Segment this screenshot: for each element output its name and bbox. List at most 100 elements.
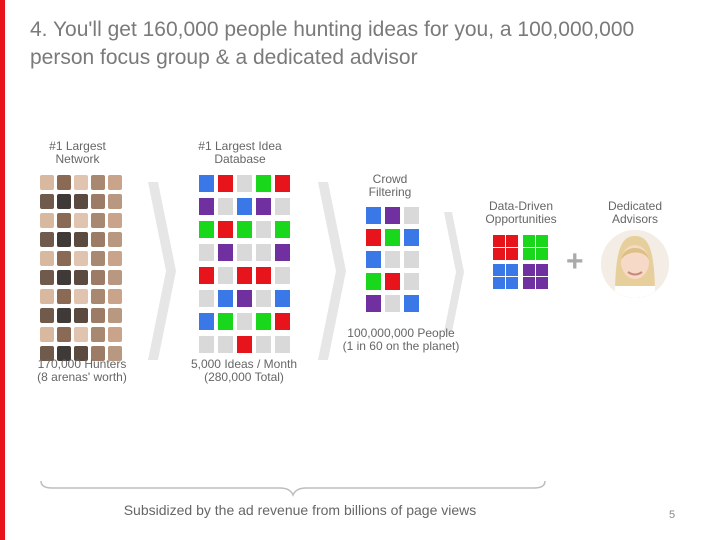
crowd-square — [385, 207, 400, 224]
database-top-line-1: #1 Largest Idea — [198, 139, 282, 153]
opportunity-square — [523, 248, 535, 260]
hunter-photo — [74, 251, 88, 266]
database-top-label: #1 Largest Idea Database — [190, 140, 290, 166]
opportunity-block — [493, 235, 518, 260]
hunter-photo — [91, 194, 105, 209]
footer-caption: Subsidized by the ad revenue from billio… — [123, 502, 477, 518]
idea-square — [275, 221, 290, 238]
idea-square — [218, 290, 233, 307]
hunter-photo — [108, 289, 122, 304]
network-bottom-label: 170,000 Hunters (8 arenas' worth) — [28, 358, 136, 384]
hunter-photo — [57, 251, 71, 266]
idea-square — [199, 198, 214, 215]
hunter-photo — [108, 346, 122, 361]
hunter-photo — [91, 232, 105, 247]
idea-square — [237, 290, 252, 307]
idea-square — [237, 175, 252, 192]
idea-square — [237, 198, 252, 215]
hunter-photo — [40, 270, 54, 285]
hunter-photo — [108, 327, 122, 342]
hunter-photo — [57, 289, 71, 304]
opportunity-square — [506, 264, 518, 276]
opportunity-square — [493, 248, 505, 260]
crowd-square — [404, 273, 419, 290]
hunter-photo — [91, 251, 105, 266]
hunter-photo — [57, 213, 71, 228]
opportunity-square — [493, 235, 505, 247]
opportunity-square — [523, 264, 535, 276]
opportunity-square — [536, 277, 548, 289]
hunter-photo — [91, 175, 105, 190]
opportunities-top-line-1: Data-Driven — [488, 199, 554, 213]
hunters-photo-grid — [40, 175, 122, 361]
crowd-bottom-label: 100,000,000 People (1 in 60 on the plane… — [336, 327, 466, 353]
crowd-square — [404, 229, 419, 246]
idea-square — [218, 244, 233, 261]
opportunities-top-line-2: Opportunities — [485, 212, 557, 226]
crowd-top-line-1: Crowd — [372, 172, 408, 186]
idea-square — [256, 175, 271, 192]
idea-square — [237, 336, 252, 353]
hunter-photo — [40, 194, 54, 209]
hunter-photo — [108, 213, 122, 228]
idea-square — [275, 336, 290, 353]
hunter-photo — [74, 232, 88, 247]
idea-square — [275, 313, 290, 330]
network-bottom-line-2: (8 arenas' worth) — [37, 370, 127, 384]
hunter-photo — [108, 251, 122, 266]
hunter-photo — [74, 289, 88, 304]
crowd-square — [385, 229, 400, 246]
crowd-square — [366, 295, 381, 312]
hunter-photo — [40, 232, 54, 247]
idea-square — [256, 290, 271, 307]
idea-square — [275, 244, 290, 261]
opportunities-grid — [493, 235, 548, 289]
crowd-square — [385, 273, 400, 290]
hunter-photo — [108, 270, 122, 285]
network-top-line-1: #1 Largest — [49, 139, 106, 153]
idea-square — [237, 267, 252, 284]
idea-square — [237, 313, 252, 330]
crowd-square — [404, 207, 419, 224]
idea-square — [218, 313, 233, 330]
crowd-square — [366, 273, 381, 290]
idea-square — [256, 313, 271, 330]
hunter-photo — [40, 346, 54, 361]
hunter-photo — [74, 213, 88, 228]
idea-square — [237, 244, 252, 261]
chevron-arrow-2 — [318, 182, 346, 360]
hunter-photo — [57, 194, 71, 209]
idea-square — [199, 336, 214, 353]
hunter-photo — [74, 175, 88, 190]
hunter-photo — [74, 194, 88, 209]
crowd-bottom-line-1: 100,000,000 People — [347, 326, 455, 340]
idea-square — [256, 221, 271, 238]
plus-sign: + — [566, 245, 584, 278]
idea-square — [199, 175, 214, 192]
idea-square — [237, 221, 252, 238]
idea-square — [275, 198, 290, 215]
accent-bar — [0, 0, 5, 540]
opportunity-square — [493, 277, 505, 289]
idea-square — [199, 290, 214, 307]
advisors-top-line-1: Dedicated — [607, 199, 663, 213]
opportunity-square — [536, 235, 548, 247]
hunter-photo — [91, 308, 105, 323]
idea-square — [275, 290, 290, 307]
advisors-top-line-2: Advisors — [611, 212, 658, 226]
crowd-square — [366, 229, 381, 246]
idea-square — [199, 313, 214, 330]
hunter-photo — [57, 327, 71, 342]
crowd-square — [366, 251, 381, 268]
page-number: 5 — [669, 509, 676, 521]
advisors-top-label: Dedicated Advisors — [598, 200, 672, 226]
hunter-photo — [74, 308, 88, 323]
hunter-photo — [108, 232, 122, 247]
crowd-square — [385, 251, 400, 268]
idea-square — [256, 267, 271, 284]
opportunity-square — [506, 248, 518, 260]
idea-square — [218, 267, 233, 284]
hunter-photo — [40, 289, 54, 304]
idea-square — [275, 175, 290, 192]
idea-square — [256, 244, 271, 261]
